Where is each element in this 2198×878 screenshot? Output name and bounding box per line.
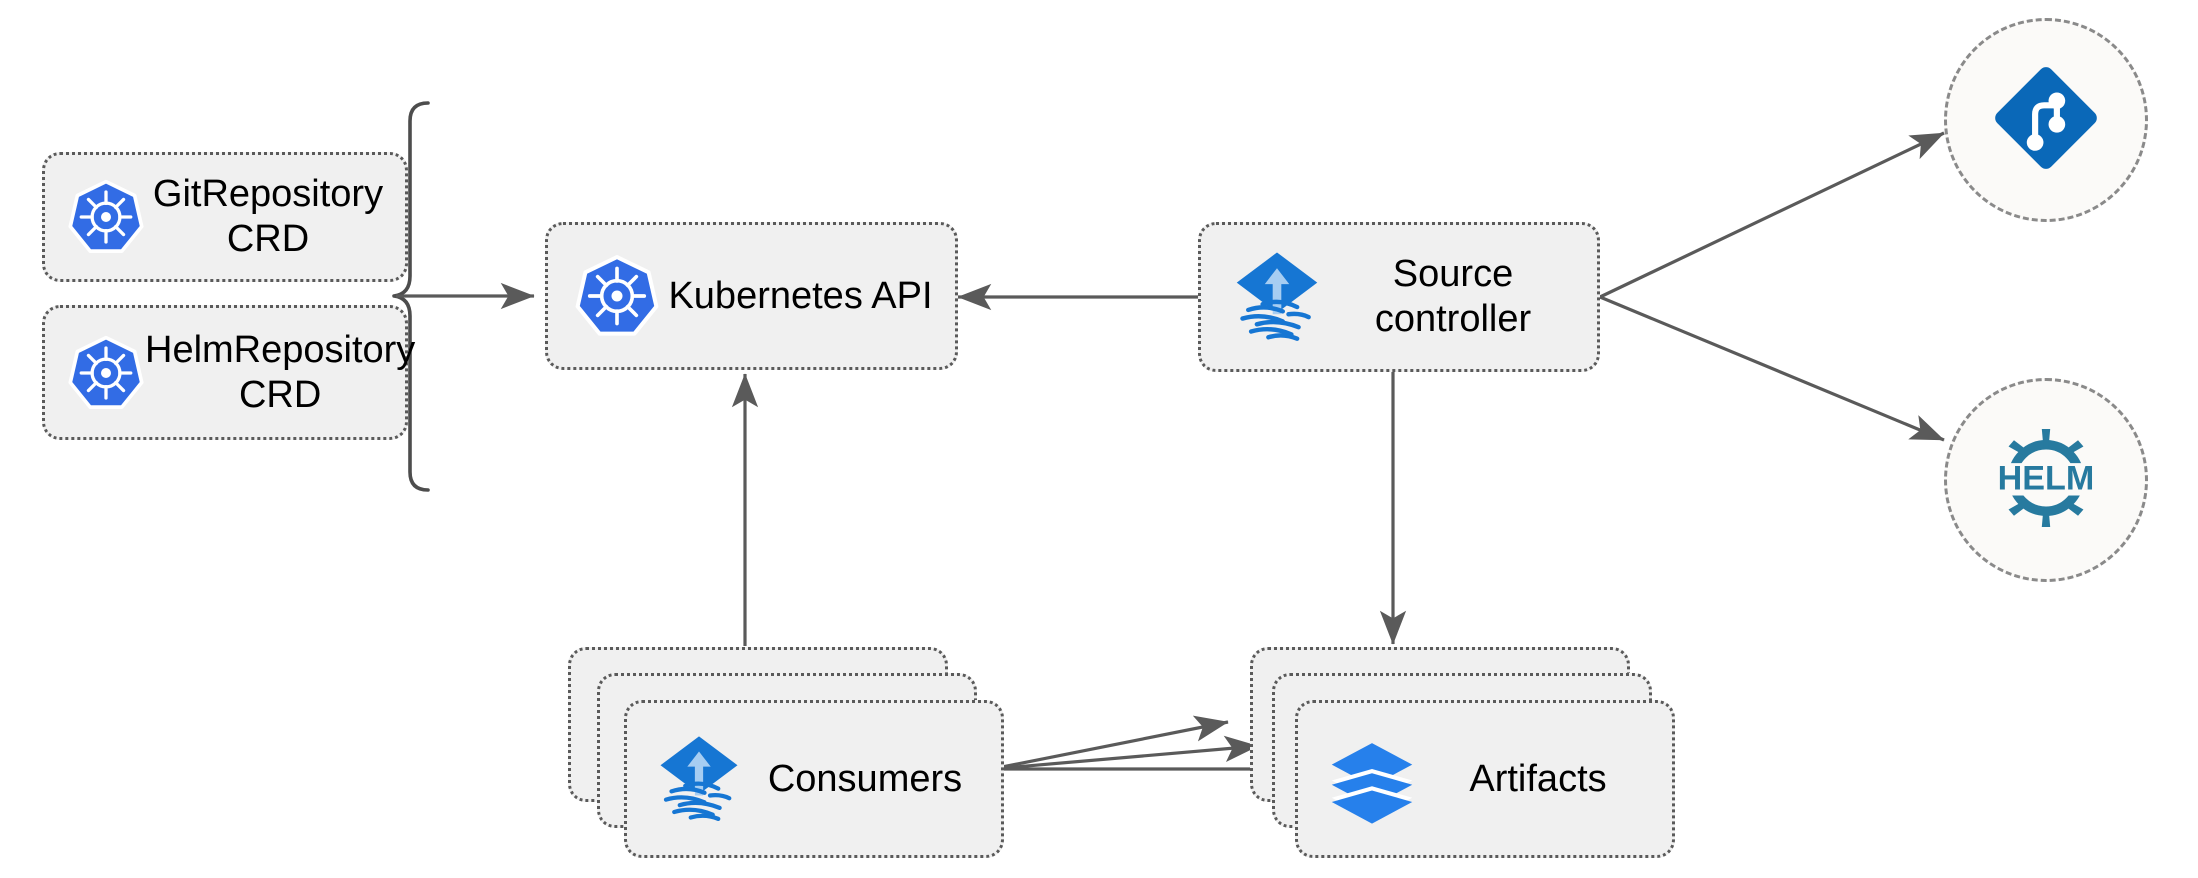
node-label: Consumers <box>767 757 963 800</box>
wire-source-controller-to-helm <box>1599 295 1945 442</box>
kubernetes-icon <box>67 334 145 412</box>
helm-wordmark: HELM <box>1998 459 2095 497</box>
git-icon <box>1988 60 2104 181</box>
node-consumers[interactable]: Consumers <box>624 700 1004 858</box>
node-label: HelmRepository CRD <box>145 328 416 416</box>
node-artifacts[interactable]: Artifacts <box>1295 700 1675 858</box>
node-git-repository-crd[interactable]: GitRepository CRD <box>42 152 408 282</box>
wire-source-controller-to-git <box>1599 131 1945 299</box>
node-label: Kubernetes API <box>668 274 933 317</box>
kubernetes-icon <box>67 178 145 256</box>
layers-icon <box>1326 733 1418 825</box>
flux-icon <box>655 732 743 826</box>
node-helm-repository-crd[interactable]: HelmRepository CRD <box>42 305 415 440</box>
node-kubernetes-api[interactable]: Kubernetes API <box>545 222 958 370</box>
node-label: Artifacts <box>1469 757 1607 800</box>
node-helm-source[interactable]: HELM <box>1944 378 2148 582</box>
flux-icon <box>1231 249 1323 345</box>
wire-consumers-to-artifacts-1 <box>991 715 1229 771</box>
node-git-source[interactable] <box>1944 18 2148 222</box>
node-source-controller[interactable]: Source controller <box>1198 222 1600 372</box>
node-label: Source controller <box>1374 253 1532 340</box>
kubernetes-icon <box>574 253 660 339</box>
helm-icon: HELM <box>1983 415 2109 546</box>
node-label: GitRepository CRD <box>152 173 384 260</box>
wire-consumers-to-artifacts-2 <box>991 735 1259 771</box>
